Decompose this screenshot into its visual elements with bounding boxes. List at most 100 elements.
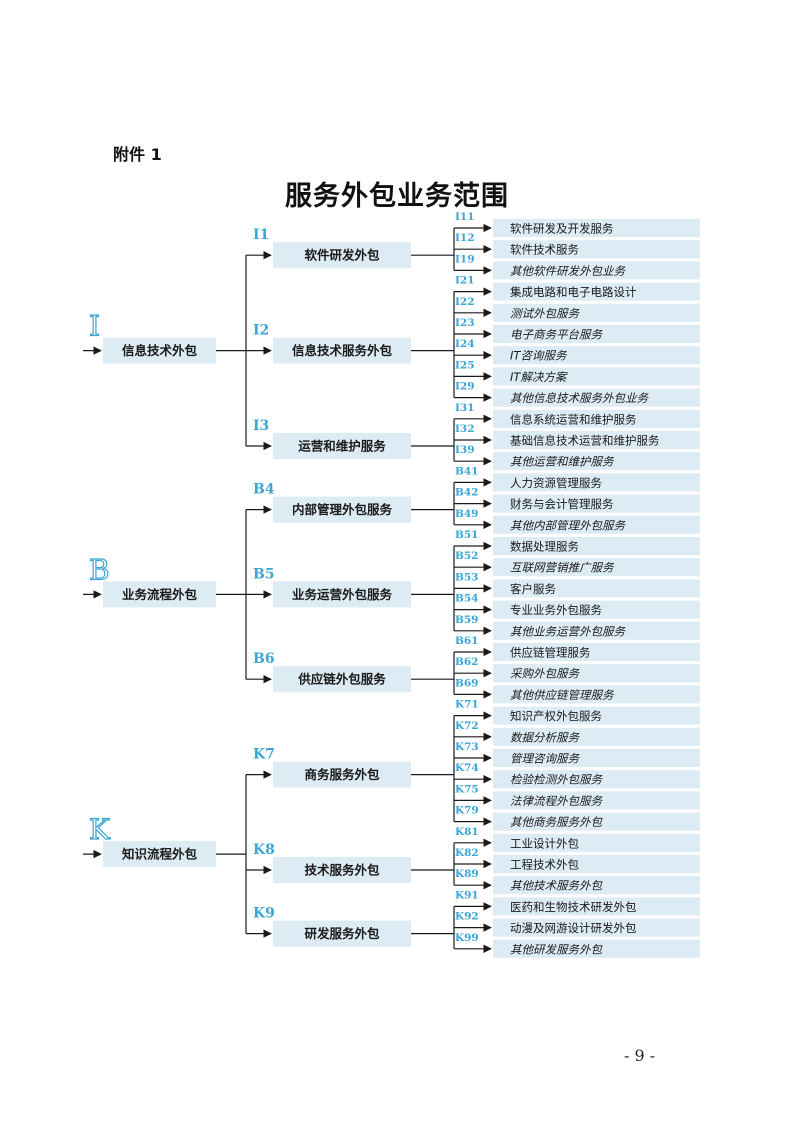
item-code: B41 [455,465,479,477]
item-code: I25 [455,359,475,371]
item-code: K71 [455,699,479,711]
item-code: B59 [455,614,479,626]
item-code: K81 [455,826,479,838]
item-label: 集成电路和电子电路设计 [510,285,637,299]
item-box [493,791,700,810]
item-code: I32 [455,423,475,435]
item-code: I11 [455,211,475,223]
sub-code: I3 [253,418,269,434]
category-box [103,841,216,868]
item-code: B52 [455,550,479,562]
item-label: 工程技术外包 [510,858,579,872]
item-box [493,749,700,767]
item-label: IT咨询服务 [510,349,568,363]
sub-box [273,581,411,608]
category-label: 业务流程外包 [122,587,198,602]
sub-label: 业务运营外包服务 [292,587,393,602]
category-letter: I [89,310,100,343]
item-label: 电子商务平台服务 [510,328,603,342]
sub-code: I1 [253,227,269,243]
item-label: 其他商务服务外包 [510,815,603,829]
item-box [493,706,700,725]
item-box [493,558,700,577]
category-box [103,581,216,608]
category-letter: K [89,813,111,846]
item-box [493,282,700,301]
item-label: 基础信息技术运营和维护服务 [510,434,660,448]
category-box [103,337,216,364]
sub-box [273,242,411,269]
sub-code: B4 [253,482,275,498]
item-box [493,918,700,937]
item-label: 检验检测外包服务 [510,773,603,787]
item-box [493,409,700,428]
item-label: 供应链管理服务 [510,646,591,660]
item-code: B51 [455,529,479,541]
item-code: K82 [455,847,479,859]
item-code: K99 [455,932,479,944]
item-label: 专业业务外包服务 [510,603,602,617]
item-box [493,515,700,534]
item-box [493,812,700,831]
item-label: 医药和生物技术研发外包 [510,900,637,914]
sub-code: K7 [253,747,275,763]
sub-code: I2 [253,323,269,339]
item-box [493,388,700,407]
sub-code: B6 [253,651,275,667]
item-box [493,452,700,471]
item-box [493,939,700,958]
item-box [493,473,700,492]
item-label: IT解决方案 [510,370,568,384]
sub-box [273,857,411,883]
item-code: K74 [455,762,479,774]
item-code: K92 [455,911,479,923]
sub-label: 软件研发外包 [304,248,380,263]
item-code: B54 [455,593,479,605]
item-code: K72 [455,720,479,732]
item-label: 法律流程外包服务 [510,794,603,808]
item-code: I21 [455,275,475,287]
item-label: 人力资源管理服务 [510,476,602,490]
item-label: 其他研发服务外包 [510,942,603,956]
sub-label: 信息技术服务外包 [292,343,393,358]
sub-box [273,496,411,523]
sub-label: 运营和维护服务 [298,439,386,454]
item-code: I31 [455,402,475,414]
category-label: 信息技术外包 [122,343,198,358]
item-code: K73 [455,741,479,753]
item-label: 其他技术服务外包 [510,879,603,893]
category-label: 知识流程外包 [121,847,198,862]
sub-box [273,433,411,459]
item-label: 客户服务 [510,582,556,596]
item-label: 互联网营销推广服务 [510,561,615,575]
item-box [493,240,700,259]
item-code: B61 [455,635,479,647]
item-label: 测试外包服务 [510,306,580,320]
item-box [493,346,700,365]
item-label: 知识产权外包服务 [510,709,602,723]
item-code: K89 [455,868,479,880]
sub-label: 内部管理外包服务 [292,502,393,517]
item-label: 动漫及网游设计研发外包 [510,921,637,935]
item-code: B53 [455,571,479,583]
sub-label: 商务服务外包 [304,767,380,782]
item-code: I24 [455,338,475,350]
item-box [493,537,700,555]
item-label: 财务与会计管理服务 [510,497,614,511]
sub-label: 供应链外包服务 [297,672,386,687]
item-label: 其他运营和维护服务 [510,455,615,469]
item-box [493,325,700,343]
category-letter: B [89,553,110,586]
item-box [493,494,700,513]
item-code: I22 [455,296,475,308]
item-box [493,664,700,683]
item-box [493,431,700,449]
item-code: K79 [455,805,479,817]
item-box [493,621,700,640]
item-code: B49 [455,508,479,520]
item-code: K75 [455,783,479,795]
item-box [493,833,700,852]
item-label: 管理咨询服务 [510,752,580,766]
item-box [493,897,700,916]
